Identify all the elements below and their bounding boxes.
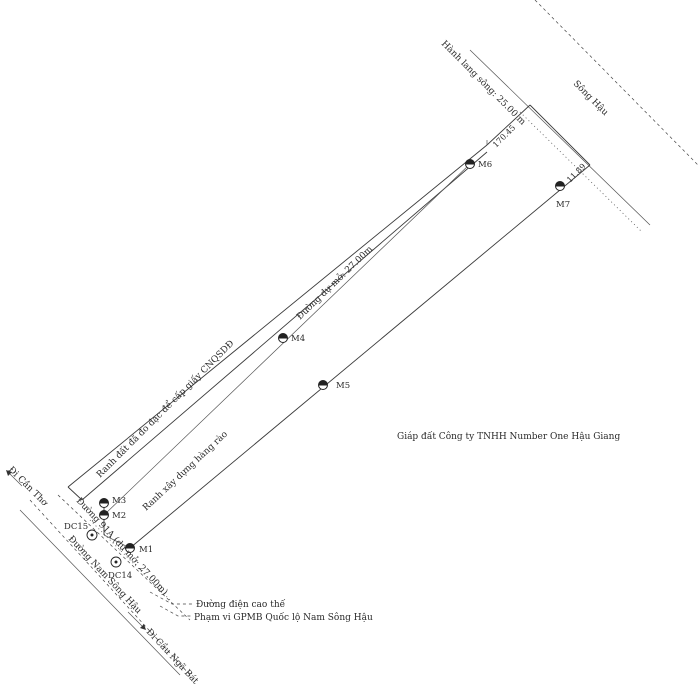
- arrow-cau-nga-bat-line: [127, 611, 143, 627]
- marker-m2-label: M2: [112, 511, 126, 521]
- arrow-cau-nga-bat-icon: [140, 624, 146, 630]
- parcel-top-edge: [486, 104, 531, 146]
- marker-dc14-icon: [110, 556, 122, 568]
- gpmb-label: Phạm vi GPMB Quốc lộ Nam Sông Hậu: [194, 612, 373, 623]
- marker-m3-icon: [99, 498, 109, 508]
- marker-m7-icon: [555, 181, 565, 191]
- road-solid-line: [19, 509, 181, 676]
- gpmb-leader: [159, 605, 192, 617]
- road-dashed-line-2: [57, 494, 191, 621]
- parcel-right-top-edge: [529, 104, 591, 166]
- marker-m2-icon: [99, 510, 109, 520]
- dimension-11-label: 11.89: [565, 162, 588, 185]
- marker-m5-label: M5: [336, 381, 350, 391]
- planned-road-label: Đường dự mở: 27.00m: [294, 243, 375, 322]
- road-dotted-line: [89, 519, 171, 601]
- arrow-can-tho-icon: [6, 470, 12, 476]
- parcel-left-cap-line: [67, 486, 83, 501]
- marker-m3-label: M3: [112, 496, 126, 506]
- river-label: Sông Hậu: [571, 78, 611, 118]
- marker-m1-icon: [125, 543, 135, 553]
- to-can-tho-label: Đi Cần Thơ: [6, 464, 50, 508]
- fence-line-label: Ranh xây dựng hàng rào: [141, 429, 230, 513]
- marker-m6-label: M6: [478, 160, 492, 170]
- marker-m4-icon: [278, 333, 288, 343]
- neighbor-label: Giáp đất Công ty TNHH Number One Hậu Gia…: [397, 431, 620, 442]
- corridor-inner-dotted-line: [519, 111, 643, 233]
- marker-m1-label: M1: [139, 545, 153, 555]
- corridor-boundary-line: [469, 49, 651, 226]
- marker-m4-label: M4: [291, 334, 305, 344]
- survey-boundary-inner-line: [81, 151, 488, 501]
- river-edge-dashed-line: [534, 0, 698, 166]
- arrow-can-tho-line: [7, 471, 23, 487]
- corridor-label: Hành lang sông: 25.00 m: [439, 38, 528, 127]
- marker-dc15-label: DC15: [64, 522, 88, 532]
- to-cau-nga-bat-label: Đi Cầu Ngã Bát: [144, 627, 201, 685]
- marker-m6-icon: [465, 159, 475, 169]
- power-line-leader: [149, 591, 192, 605]
- fence-boundary-line: [129, 164, 591, 549]
- marker-dc14-label: DC14: [108, 571, 132, 581]
- dimension-170-label: 170.45: [491, 123, 517, 149]
- marker-dc15-icon: [86, 529, 98, 541]
- marker-m7-label: M7: [556, 200, 570, 210]
- marker-m5-icon: [318, 380, 328, 390]
- power-line-label: Đường điện cao thế: [196, 599, 286, 610]
- survey-boundary-outer-line: [67, 144, 488, 488]
